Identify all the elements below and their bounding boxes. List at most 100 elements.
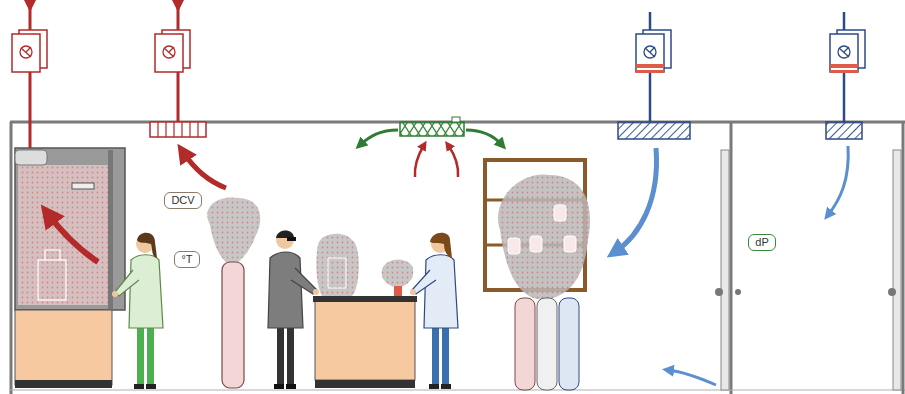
sensor-label: °T: [180, 253, 194, 266]
person-green-part: [137, 328, 144, 386]
lab-bench-part: [328, 258, 346, 288]
supply-fans-part: [826, 122, 862, 139]
gas-cylinders-part: [559, 298, 579, 390]
supply-fans-part: [830, 70, 858, 73]
lab-bench-part: [382, 260, 414, 288]
supply-fans-part: [636, 30, 671, 72]
supply-fans-part: [618, 122, 690, 139]
snorkel: [207, 197, 260, 388]
snorkel-part: [222, 262, 244, 388]
person-gray-part: [287, 328, 294, 386]
supply-fans-part: [830, 30, 865, 72]
fume-hood: [15, 148, 125, 388]
transfer-grille-part: [400, 122, 464, 136]
gas-cylinders-part: [530, 236, 542, 252]
person-blue-part: [430, 233, 452, 258]
snorkel-part: [207, 197, 260, 266]
person-gray-part: [286, 384, 296, 389]
exhaust-fans-part: [155, 30, 190, 72]
lab-bench-part: [382, 260, 414, 288]
supply-fans-part: [828, 146, 848, 215]
person-gray-part: [276, 231, 294, 239]
lab-bench-part: [315, 380, 415, 388]
sensor-label-box: DCV: [164, 192, 202, 209]
person-green-part: [115, 270, 139, 296]
supply-fans-part: [636, 70, 664, 73]
lab-bench-part: [316, 234, 358, 296]
supply-fans-part: [615, 148, 657, 252]
lab-bench-part: [313, 296, 417, 302]
person-green-part: [112, 291, 118, 297]
person-gray-part: [277, 328, 284, 386]
person-green-part: [146, 384, 156, 389]
sensor-label-box: °T: [174, 251, 200, 268]
doors-part: [715, 288, 723, 296]
sensor-label: DCV: [170, 194, 196, 207]
person-blue-part: [410, 289, 416, 295]
lab-bench-part: [394, 286, 402, 296]
gas-cylinders-part: [508, 238, 520, 254]
gas-cylinders: [498, 174, 590, 390]
room-shell: [10, 122, 905, 394]
gas-cylinders-part: [515, 298, 535, 390]
fume-hood-part: [15, 150, 47, 165]
person-gray-part: [291, 268, 317, 294]
lab-bench-part: [316, 234, 358, 296]
room-shell-part: [10, 122, 13, 394]
person-gray: [268, 231, 319, 390]
person-blue-part: [412, 270, 436, 294]
snorkel-part: [207, 197, 260, 266]
fume-hood-part: [72, 183, 94, 189]
fume-hood-part: [45, 250, 60, 260]
gas-cylinders-part: [537, 298, 557, 390]
doors-part: [893, 150, 901, 390]
transfer-grille-part: [360, 130, 398, 145]
doors-part: [735, 289, 741, 295]
person-green-part: [134, 384, 144, 389]
transfer-grille-part: [466, 130, 502, 145]
fume-hood-part: [15, 310, 112, 385]
gas-cylinders-part: [564, 236, 576, 252]
fume-hood-part: [38, 260, 66, 300]
room-shell-part: [730, 122, 733, 394]
exhaust-fans-part: [183, 152, 226, 188]
gas-cylinders-part: [498, 174, 590, 300]
person-blue-part: [429, 384, 439, 389]
transfer-grille-part: [452, 117, 460, 122]
sensor-label: dP: [754, 236, 770, 249]
person-blue-part: [442, 328, 449, 386]
fume-hood-part: [18, 165, 108, 305]
exhaust-fans-part: [150, 122, 206, 137]
lab-bench: [313, 234, 417, 388]
supply-fans-part: [668, 370, 716, 385]
fume-hood-part: [15, 148, 125, 310]
person-blue: [410, 233, 458, 389]
doors-part: [888, 288, 896, 296]
person-gray-part: [287, 237, 296, 241]
person-blue-part: [432, 328, 439, 386]
fume-hood-part: [15, 380, 112, 388]
lab-bench-part: [315, 300, 415, 380]
exhaust-fans-part: [12, 30, 47, 72]
sensor-label-box: dP: [748, 234, 776, 251]
person-green-part: [129, 255, 163, 328]
person-gray-part: [313, 289, 319, 295]
exhaust-fans-part: [29, 6, 32, 155]
person-green-part: [147, 328, 154, 386]
gas-cylinders-part: [554, 205, 566, 221]
exhaust-fans-part: [158, 122, 198, 137]
doors: [715, 150, 901, 390]
supply-fans-part: [636, 64, 664, 68]
person-green-part: [137, 233, 157, 258]
room-shell-part: [10, 390, 905, 391]
transfer-grille-part: [415, 145, 424, 177]
supply-fans: [615, 12, 865, 385]
transfer-grille-part: [448, 145, 458, 177]
person-gray-part: [274, 384, 284, 389]
fume-hood-part: [48, 214, 98, 262]
supply-fans-part: [830, 64, 858, 68]
room-shell-part: [902, 122, 905, 394]
gas-cylinders-part: [498, 174, 590, 300]
